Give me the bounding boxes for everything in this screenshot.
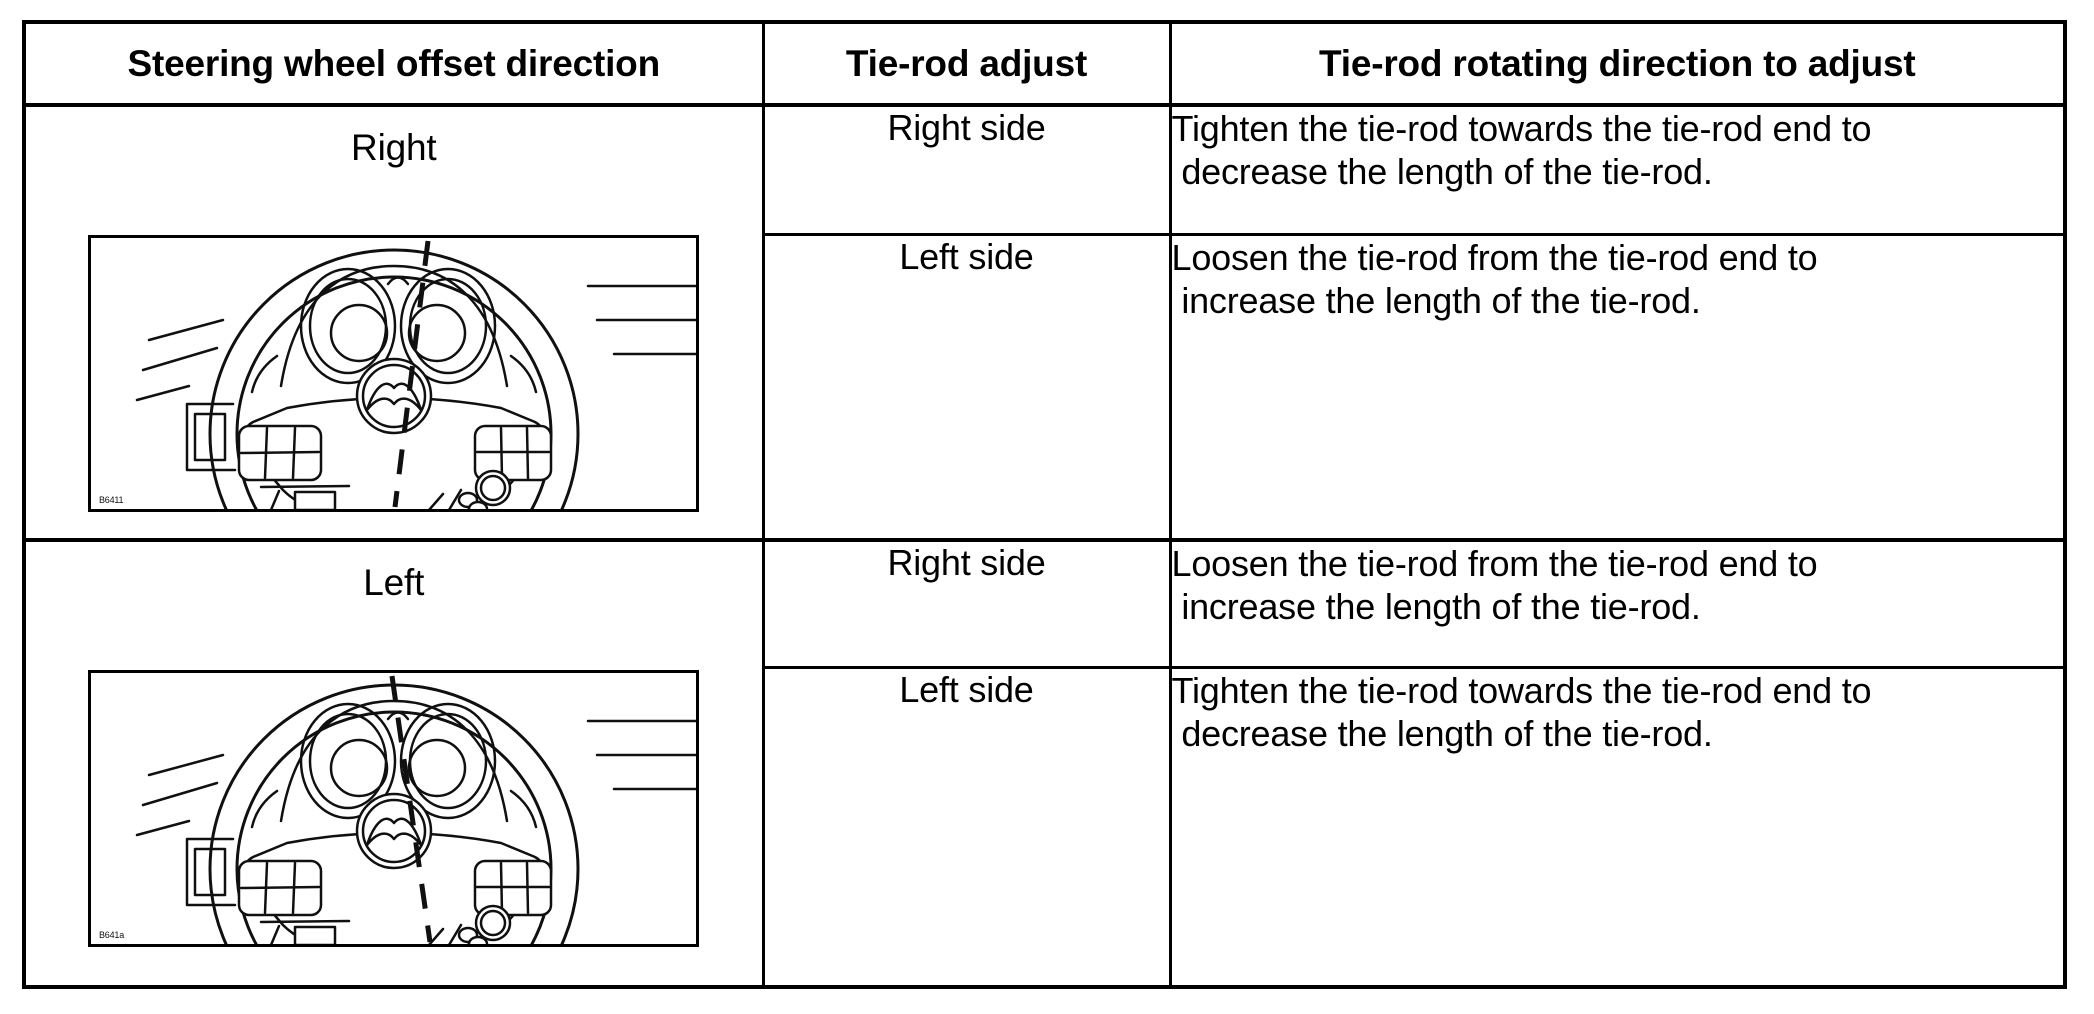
direction-label-right: Right	[351, 127, 437, 168]
tie-rod-side-cell: Left side	[761, 665, 1172, 989]
centerline-offset-left	[389, 675, 433, 943]
tie-rod-side-cell: Right side	[761, 103, 1172, 236]
instruction-cell: Loosen the tie-rod from the tie-rod end …	[1168, 232, 2067, 542]
direction-label-left: Left	[363, 562, 425, 603]
figure-code: B641a	[99, 930, 124, 940]
steering-wheel-diagram-left-offset: B641a	[88, 670, 700, 947]
instruction-cell: Loosen the tie-rod from the tie-rod end …	[1168, 538, 2067, 669]
instruction-cell: Tighten the tie-rod towards the tie-rod …	[1168, 665, 2067, 989]
steering-wheel-line-art	[135, 248, 697, 509]
tie-rod-adjustment-table: Steering wheel offset direction Tie-rod …	[22, 20, 2067, 989]
steering-wheel-line-art	[135, 683, 697, 944]
tie-rod-side-cell: Left side	[761, 232, 1172, 542]
steering-wheel-diagram-right-offset: B6411	[88, 235, 700, 512]
section-left-offset-cell: Left B641a	[22, 538, 765, 989]
header-steering-wheel-offset-direction: Steering wheel offset direction	[22, 20, 765, 107]
header-tie-rod-rotating-direction: Tie-rod rotating direction to adjust	[1168, 20, 2067, 107]
centerline-offset-right	[392, 240, 431, 508]
tie-rod-side-cell: Right side	[761, 538, 1172, 669]
section-right-offset-cell: Right B6411	[22, 103, 765, 542]
header-tie-rod-adjust: Tie-rod adjust	[761, 20, 1172, 107]
figure-code: B6411	[99, 495, 124, 505]
instruction-cell: Tighten the tie-rod towards the tie-rod …	[1168, 103, 2067, 236]
